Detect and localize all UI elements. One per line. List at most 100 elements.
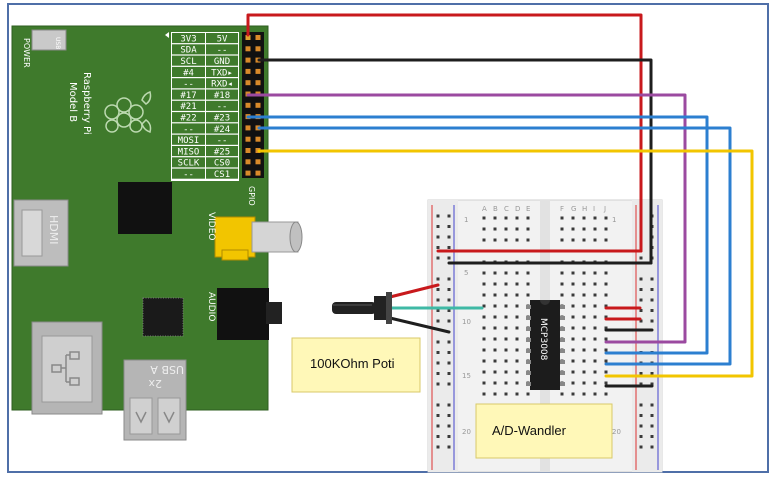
chip-leg — [526, 316, 531, 320]
breadboard-hole — [593, 304, 597, 308]
breadboard-hole — [593, 326, 597, 330]
breadboard-hole — [436, 277, 440, 281]
breadboard-hole — [650, 424, 654, 428]
breadboard-hole — [582, 326, 586, 330]
breadboard-hole — [482, 348, 486, 352]
breadboard-hole — [560, 227, 564, 231]
chip-leg — [560, 305, 565, 309]
breadboard-hole — [482, 392, 486, 396]
breadboard-hole — [604, 282, 608, 286]
usb-label-line-2: USB A — [150, 363, 184, 376]
chip-leg — [526, 360, 531, 364]
row-number-1: 1 — [464, 216, 468, 224]
breadboard-hole — [593, 216, 597, 220]
breadboard-hole — [639, 256, 643, 260]
col-letter-c: C — [504, 205, 509, 213]
breadboard-hole — [447, 403, 451, 407]
audio-jack — [217, 288, 269, 340]
breadboard-hole — [650, 382, 654, 386]
breadboard-hole — [604, 315, 608, 319]
chip-leg — [526, 327, 531, 331]
breadboard-hole — [571, 370, 575, 374]
model-line-2: Model B — [67, 82, 78, 122]
breadboard-hole — [482, 282, 486, 286]
breadboard-hole — [593, 348, 597, 352]
row-number-20-right: 20 — [612, 428, 621, 436]
wire-gnd-black — [257, 58, 653, 265]
breadboard-hole — [650, 309, 654, 312]
gpio-pin-left-label: MISO — [178, 147, 200, 157]
breadboard-hole — [493, 392, 497, 396]
breadboard-hole — [639, 382, 643, 386]
breadboard-hole — [604, 337, 608, 341]
poti-shaft — [332, 302, 376, 314]
breadboard-hole — [504, 359, 508, 363]
breadboard-hole — [571, 293, 575, 297]
breadboard-hole — [482, 293, 486, 297]
breadboard-hole — [639, 372, 643, 375]
breadboard-hole — [639, 445, 643, 449]
gpio-pin — [245, 159, 251, 165]
breadboard-hole — [515, 348, 519, 352]
breadboard-hole — [593, 359, 597, 363]
gpio-pin-right-label: #18 — [214, 91, 230, 101]
wires — [246, 13, 754, 388]
col-letter-e: E — [526, 205, 530, 213]
breadboard-hole — [639, 435, 643, 438]
breadboard-hole — [436, 414, 440, 417]
gpio-pin — [245, 125, 251, 131]
breadboard-hole — [650, 288, 654, 291]
breadboard-hole — [560, 238, 564, 242]
gpio-pin — [255, 159, 261, 165]
breadboard-hole — [571, 282, 575, 286]
chip-label: MCP3008 — [538, 318, 548, 361]
gpio-label-cell — [206, 157, 238, 168]
gpio-label-cell — [206, 168, 238, 179]
breadboard-hole — [593, 315, 597, 319]
breadboard-hole — [504, 326, 508, 330]
breadboard-hole — [447, 277, 451, 281]
col-letter-h: H — [582, 205, 587, 213]
breadboard-hole — [582, 381, 586, 385]
wire-purple — [246, 93, 687, 344]
breadboard-hole — [639, 298, 643, 302]
breadboard-hole — [650, 435, 654, 438]
col-letter-a: A — [482, 205, 487, 213]
breadboard-hole — [571, 227, 575, 231]
breadboard-hole — [482, 326, 486, 330]
wire-yellow — [257, 149, 754, 378]
breadboard-hole — [504, 293, 508, 297]
chip-leg — [526, 371, 531, 375]
breadboard-hole — [526, 293, 530, 297]
breadboard-hole — [515, 304, 519, 308]
breadboard-hole — [571, 359, 575, 363]
breadboard-hole — [604, 216, 608, 220]
breadboard-hole — [493, 238, 497, 242]
gpio-pin-left-label: -- — [183, 125, 194, 135]
raspberry-logo-icon — [104, 91, 152, 133]
breadboard-hole — [515, 227, 519, 231]
breadboard-hole — [493, 359, 497, 363]
breadboard-hole — [560, 271, 564, 275]
row-number-1-right: 1 — [612, 216, 616, 224]
breadboard-hole — [436, 340, 440, 344]
breadboard-hole — [447, 309, 451, 312]
breadboard-hole — [560, 282, 564, 286]
breadboard-hole — [582, 216, 586, 220]
poti-wire-black — [388, 316, 451, 334]
breadboard-hole — [526, 227, 530, 231]
gpio-pin-left-label: SDA — [180, 46, 197, 56]
breadboard-hole — [604, 271, 608, 275]
breadboard-hole — [504, 282, 508, 286]
breadboard-hole — [515, 293, 519, 297]
breadboard-hole — [582, 370, 586, 374]
breadboard-hole — [526, 216, 530, 220]
gpio-label-cell — [206, 146, 238, 157]
breadboard-hole — [515, 216, 519, 220]
breadboard-hole — [447, 382, 451, 386]
raspberry-pi-board: USB POWER Raspberry Pi Model B HDMI — [11, 25, 303, 441]
breadboard-hole — [515, 381, 519, 385]
gpio-label-cell — [206, 112, 238, 123]
